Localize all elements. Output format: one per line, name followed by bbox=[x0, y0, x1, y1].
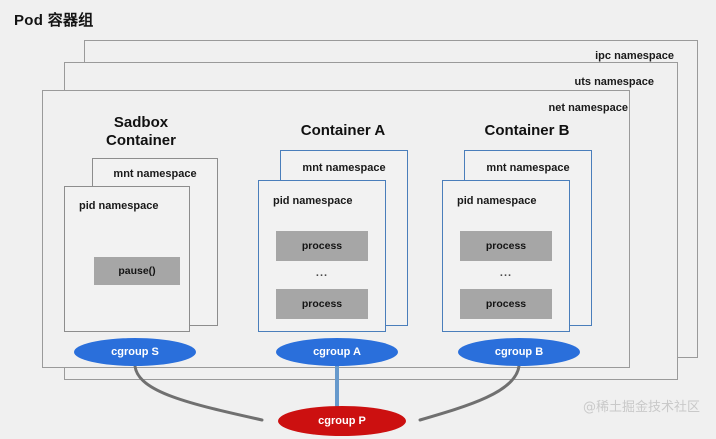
cgroup-s-node[interactable]: cgroup S bbox=[74, 338, 196, 366]
container-a-mnt-label: mnt namespace bbox=[302, 162, 386, 174]
container-b-mnt-label: mnt namespace bbox=[486, 162, 570, 174]
container-b-pid-label: pid namespace bbox=[457, 195, 537, 207]
connector-cgroup-b-to-p bbox=[418, 364, 521, 422]
container-a-title: Container A bbox=[300, 122, 386, 139]
container-b-title: Container B bbox=[484, 122, 570, 139]
container-a-process-1: process bbox=[276, 231, 368, 261]
container-b-process-2: process bbox=[460, 289, 552, 319]
sadbox-container-title: Sadbox Container bbox=[76, 114, 206, 149]
net-namespace-label: net namespace bbox=[548, 102, 628, 114]
page-title: Pod 容器组 bbox=[14, 12, 94, 29]
container-a-ellipsis: ... bbox=[315, 267, 329, 279]
uts-namespace-label: uts namespace bbox=[574, 76, 654, 88]
watermark: @稀土掘金技术社区 bbox=[582, 400, 700, 415]
container-b-process-1: process bbox=[460, 231, 552, 261]
sadbox-title-line1: Sadbox bbox=[113, 114, 169, 131]
cgroup-b-node[interactable]: cgroup B bbox=[458, 338, 580, 366]
container-b-ellipsis: ... bbox=[499, 267, 513, 279]
connector-cgroup-s-to-p bbox=[133, 364, 264, 422]
sadbox-mnt-label: mnt namespace bbox=[113, 168, 197, 180]
cgroup-a-node[interactable]: cgroup A bbox=[276, 338, 398, 366]
sadbox-pid-label: pid namespace bbox=[79, 200, 159, 212]
ipc-namespace-label: ipc namespace bbox=[595, 50, 674, 62]
sadbox-process-pause: pause() bbox=[94, 257, 180, 285]
container-a-pid-label: pid namespace bbox=[273, 195, 353, 207]
sadbox-title-line2: Container bbox=[105, 131, 176, 149]
cgroup-p-node[interactable]: cgroup P bbox=[278, 406, 406, 436]
container-a-process-2: process bbox=[276, 289, 368, 319]
